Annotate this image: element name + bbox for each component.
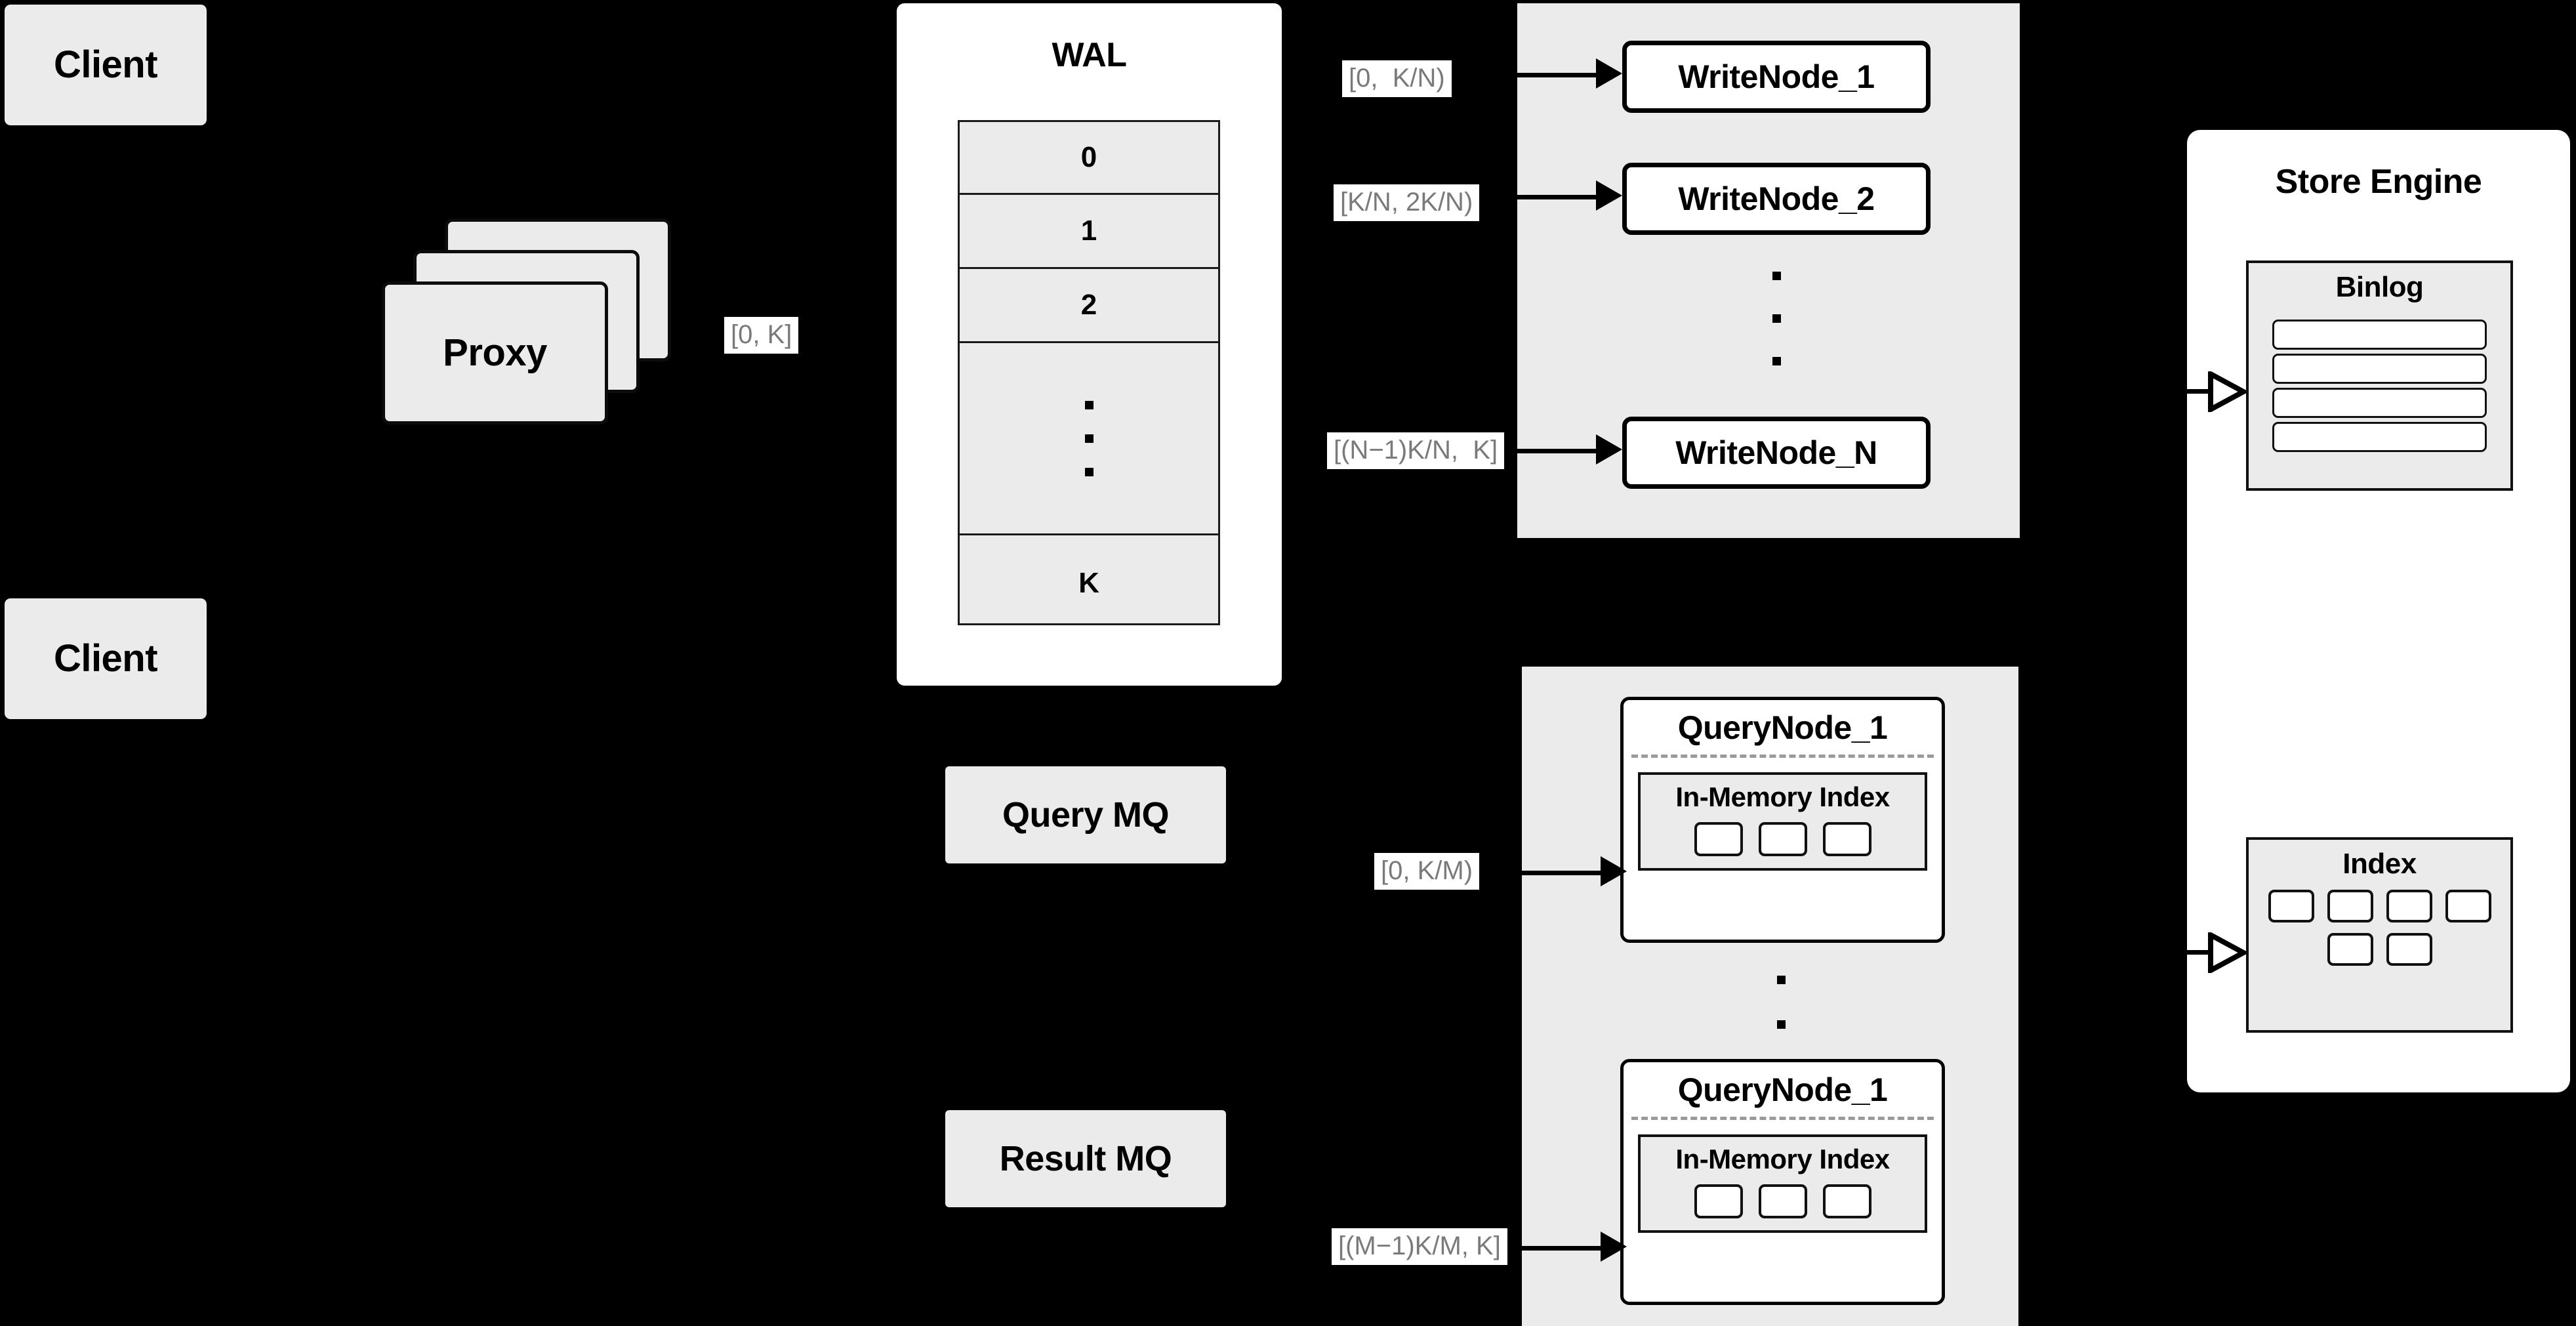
arrow-head-write-1: [1596, 58, 1622, 89]
query-node-1-label: QueryNode_1: [1677, 709, 1888, 746]
wal-row: 1: [960, 195, 1218, 269]
index-cells: [2249, 879, 2510, 980]
wal-title: WAL: [1052, 36, 1127, 74]
arrow-shaft-query-1: [1522, 871, 1601, 875]
write-node-ellipsis: [1753, 259, 1799, 377]
index-cell: [2445, 890, 2491, 923]
binlog-entry: [2272, 388, 2487, 419]
in-memory-index-1-title: In-Memory Index: [1675, 781, 1890, 812]
in-memory-index-1: In-Memory Index: [1638, 772, 1927, 871]
query-node-2[interactable]: QueryNode_1 In-Memory Index: [1620, 1059, 1945, 1305]
write-node-n-label: WriteNode_N: [1675, 434, 1877, 471]
index-segment: [1758, 821, 1807, 856]
write-node-1[interactable]: WriteNode_1: [1622, 41, 1931, 113]
wal-row: K: [1078, 567, 1099, 599]
arrow-head-write-2: [1596, 180, 1622, 211]
arrow-head-query-m: [1601, 1232, 1627, 1262]
write-node-1-label: WriteNode_1: [1678, 58, 1875, 95]
binlog-entry: [2272, 354, 2487, 384]
index-segment: [1822, 821, 1871, 856]
in-memory-index-2: In-Memory Index: [1638, 1134, 1927, 1233]
arrow-shaft-query-m: [1522, 1246, 1601, 1251]
binlog-entry: [2272, 422, 2487, 453]
index-cell: [2386, 933, 2432, 966]
store-engine-panel: Store Engine Binlog Index: [2187, 130, 2570, 1092]
result-mq-label: Result MQ: [999, 1138, 1172, 1178]
client-label-1: Client: [53, 43, 158, 86]
write-node-n[interactable]: WriteNode_N: [1622, 417, 1931, 489]
arrow-head-open-binlog: [2208, 371, 2246, 412]
index-segment: [1758, 1184, 1807, 1218]
index-title: Index: [2342, 848, 2417, 880]
write-node-2[interactable]: WriteNode_2: [1622, 163, 1931, 235]
index-cell: [2268, 890, 2314, 923]
binlog-entries: [2249, 320, 2510, 453]
range-tag-query-node-m: [(M−1)K/M, K]: [1332, 1228, 1507, 1265]
wal-row: 0: [960, 122, 1218, 195]
arrow-head-query-1: [1601, 856, 1627, 886]
index-cell: [2327, 933, 2373, 966]
wal-row-ellipsis: [960, 343, 1218, 535]
query-node-1[interactable]: QueryNode_1 In-Memory Index: [1620, 697, 1945, 943]
client-label-2: Client: [53, 636, 158, 680]
query-node-2-label: QueryNode_1: [1677, 1071, 1888, 1108]
range-tag-write-node-2: [K/N, 2K/N): [1334, 184, 1480, 221]
query-mq-label: Query MQ: [1002, 795, 1170, 835]
range-tag-proxy-to-wal: [0, K]: [724, 317, 799, 354]
arrow-shaft-write-2: [1517, 195, 1596, 199]
write-node-cluster: WriteNode_1 WriteNode_2 WriteNode_N: [1517, 3, 2020, 538]
binlog-entry: [2272, 320, 2487, 350]
range-tag-write-node-n: [(N−1)K/N, K]: [1327, 432, 1505, 469]
binlog-panel: Binlog: [2246, 260, 2513, 491]
result-mq-box[interactable]: Result MQ: [945, 1110, 1226, 1207]
index-segment: [1822, 1184, 1871, 1218]
query-node-2-divider: [1631, 1116, 1934, 1120]
in-memory-index-1-segments: [1641, 812, 1925, 868]
proxy-label: Proxy: [443, 331, 547, 374]
query-mq-box[interactable]: Query MQ: [945, 766, 1226, 863]
wal-entry-table: 0 1 2 K: [958, 120, 1220, 625]
wal-row: 2: [960, 269, 1218, 343]
arrow-shaft-index: [2179, 950, 2211, 955]
arrow-shaft-binlog: [2179, 389, 2211, 394]
query-node-1-divider: [1631, 754, 1934, 758]
arrow-shaft-write-n: [1517, 449, 1596, 453]
index-cell: [2386, 890, 2432, 923]
arrow-shaft-write-1: [1517, 73, 1596, 77]
index-panel: Index: [2246, 837, 2513, 1033]
proxy-box[interactable]: Proxy: [382, 281, 608, 425]
query-node-cluster: QueryNode_1 In-Memory Index QueryNode_1 …: [1522, 667, 2018, 1326]
in-memory-index-2-title: In-Memory Index: [1675, 1143, 1890, 1174]
range-tag-write-node-1: [0, K/N): [1342, 60, 1452, 97]
wal-panel: WAL 0 1 2 K: [897, 3, 1282, 686]
index-segment: [1694, 821, 1743, 856]
range-tag-query-node-1: [0, K/M): [1374, 853, 1480, 890]
write-node-2-label: WriteNode_2: [1678, 180, 1875, 217]
index-segment: [1694, 1184, 1743, 1218]
store-engine-title: Store Engine: [2275, 163, 2482, 201]
client-box-2[interactable]: Client: [5, 598, 207, 719]
binlog-title: Binlog: [2335, 271, 2424, 303]
in-memory-index-2-segments: [1641, 1174, 1925, 1230]
index-cell: [2327, 890, 2373, 923]
arrow-head-write-n: [1596, 434, 1622, 465]
arrow-head-open-index: [2208, 932, 2246, 973]
client-box-1[interactable]: Client: [5, 5, 207, 125]
